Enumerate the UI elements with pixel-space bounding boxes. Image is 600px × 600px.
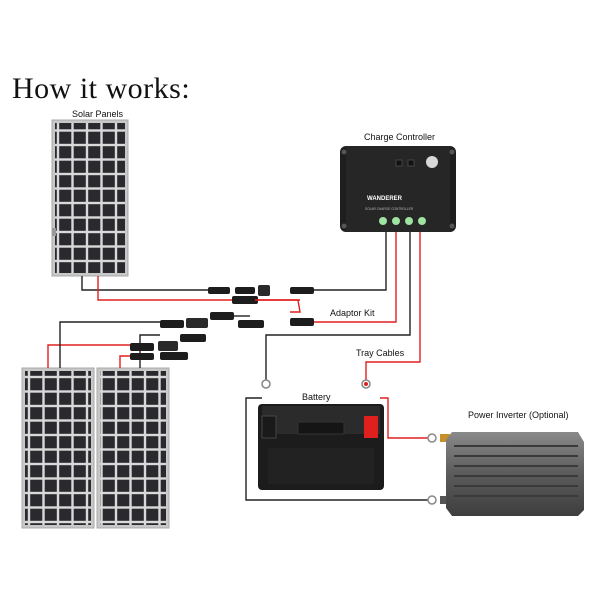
charge-controller: WANDERER SOLAR CHARGE CONTROLLER (340, 146, 456, 232)
controller-subtitle: SOLAR CHARGE CONTROLLER (365, 207, 414, 211)
power-inverter (446, 432, 584, 516)
solar-panel-bottom-right (96, 367, 170, 529)
battery (258, 404, 384, 490)
solar-panel-bottom-left (21, 367, 95, 529)
solar-panel-top (51, 119, 129, 277)
page-title: How it works: (12, 72, 191, 105)
charge-controller-label: Charge Controller (364, 132, 436, 142)
controller-brand: WANDERER (367, 196, 403, 202)
power-inverter-label: Power Inverter (Optional) (468, 410, 569, 420)
inverter-wires (245, 397, 428, 501)
solar-panels-label: Solar Panels (72, 109, 124, 119)
inverter-ring-terminals (427, 433, 450, 505)
controller-wires (234, 226, 421, 380)
tray-cables-label: Tray Cables (356, 348, 405, 358)
adaptor-kit-label: Adaptor Kit (330, 308, 375, 318)
battery-ring-terminals (261, 379, 371, 389)
adaptor-kit-connectors (130, 285, 314, 360)
battery-label: Battery (302, 392, 331, 402)
